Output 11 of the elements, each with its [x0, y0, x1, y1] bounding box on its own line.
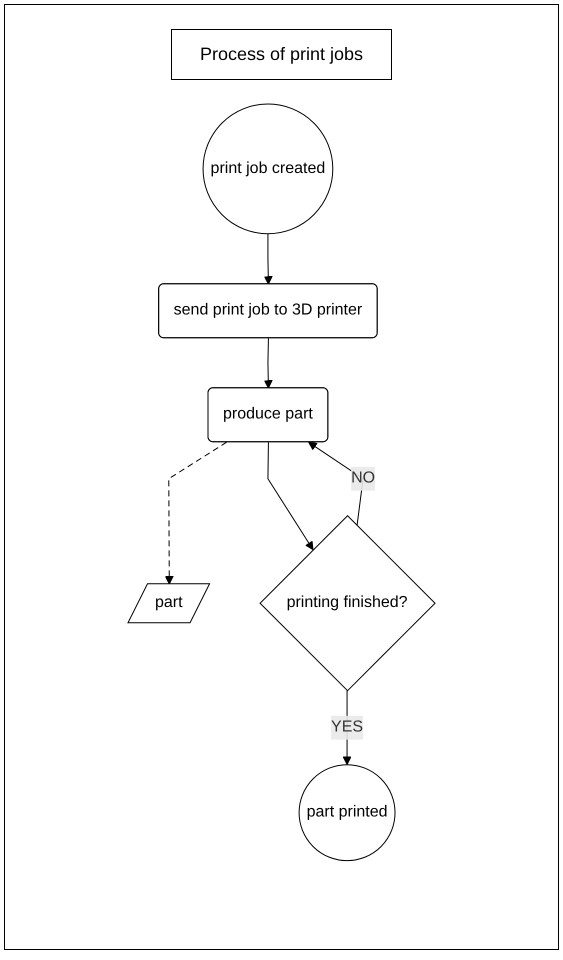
- edge-label: YES: [331, 718, 364, 736]
- node-circle: part printed: [298, 764, 396, 862]
- node-circle: print job created: [202, 104, 334, 234]
- arrow: [264, 233, 273, 285]
- arrow: [308, 442, 364, 526]
- title: Process of print jobs: [170, 29, 392, 80]
- node-diamond: printing finished?: [259, 515, 436, 692]
- arrow: [264, 338, 273, 389]
- arrow: [267, 442, 314, 550]
- arrow: [164, 442, 228, 585]
- edge-label: NO: [351, 470, 376, 487]
